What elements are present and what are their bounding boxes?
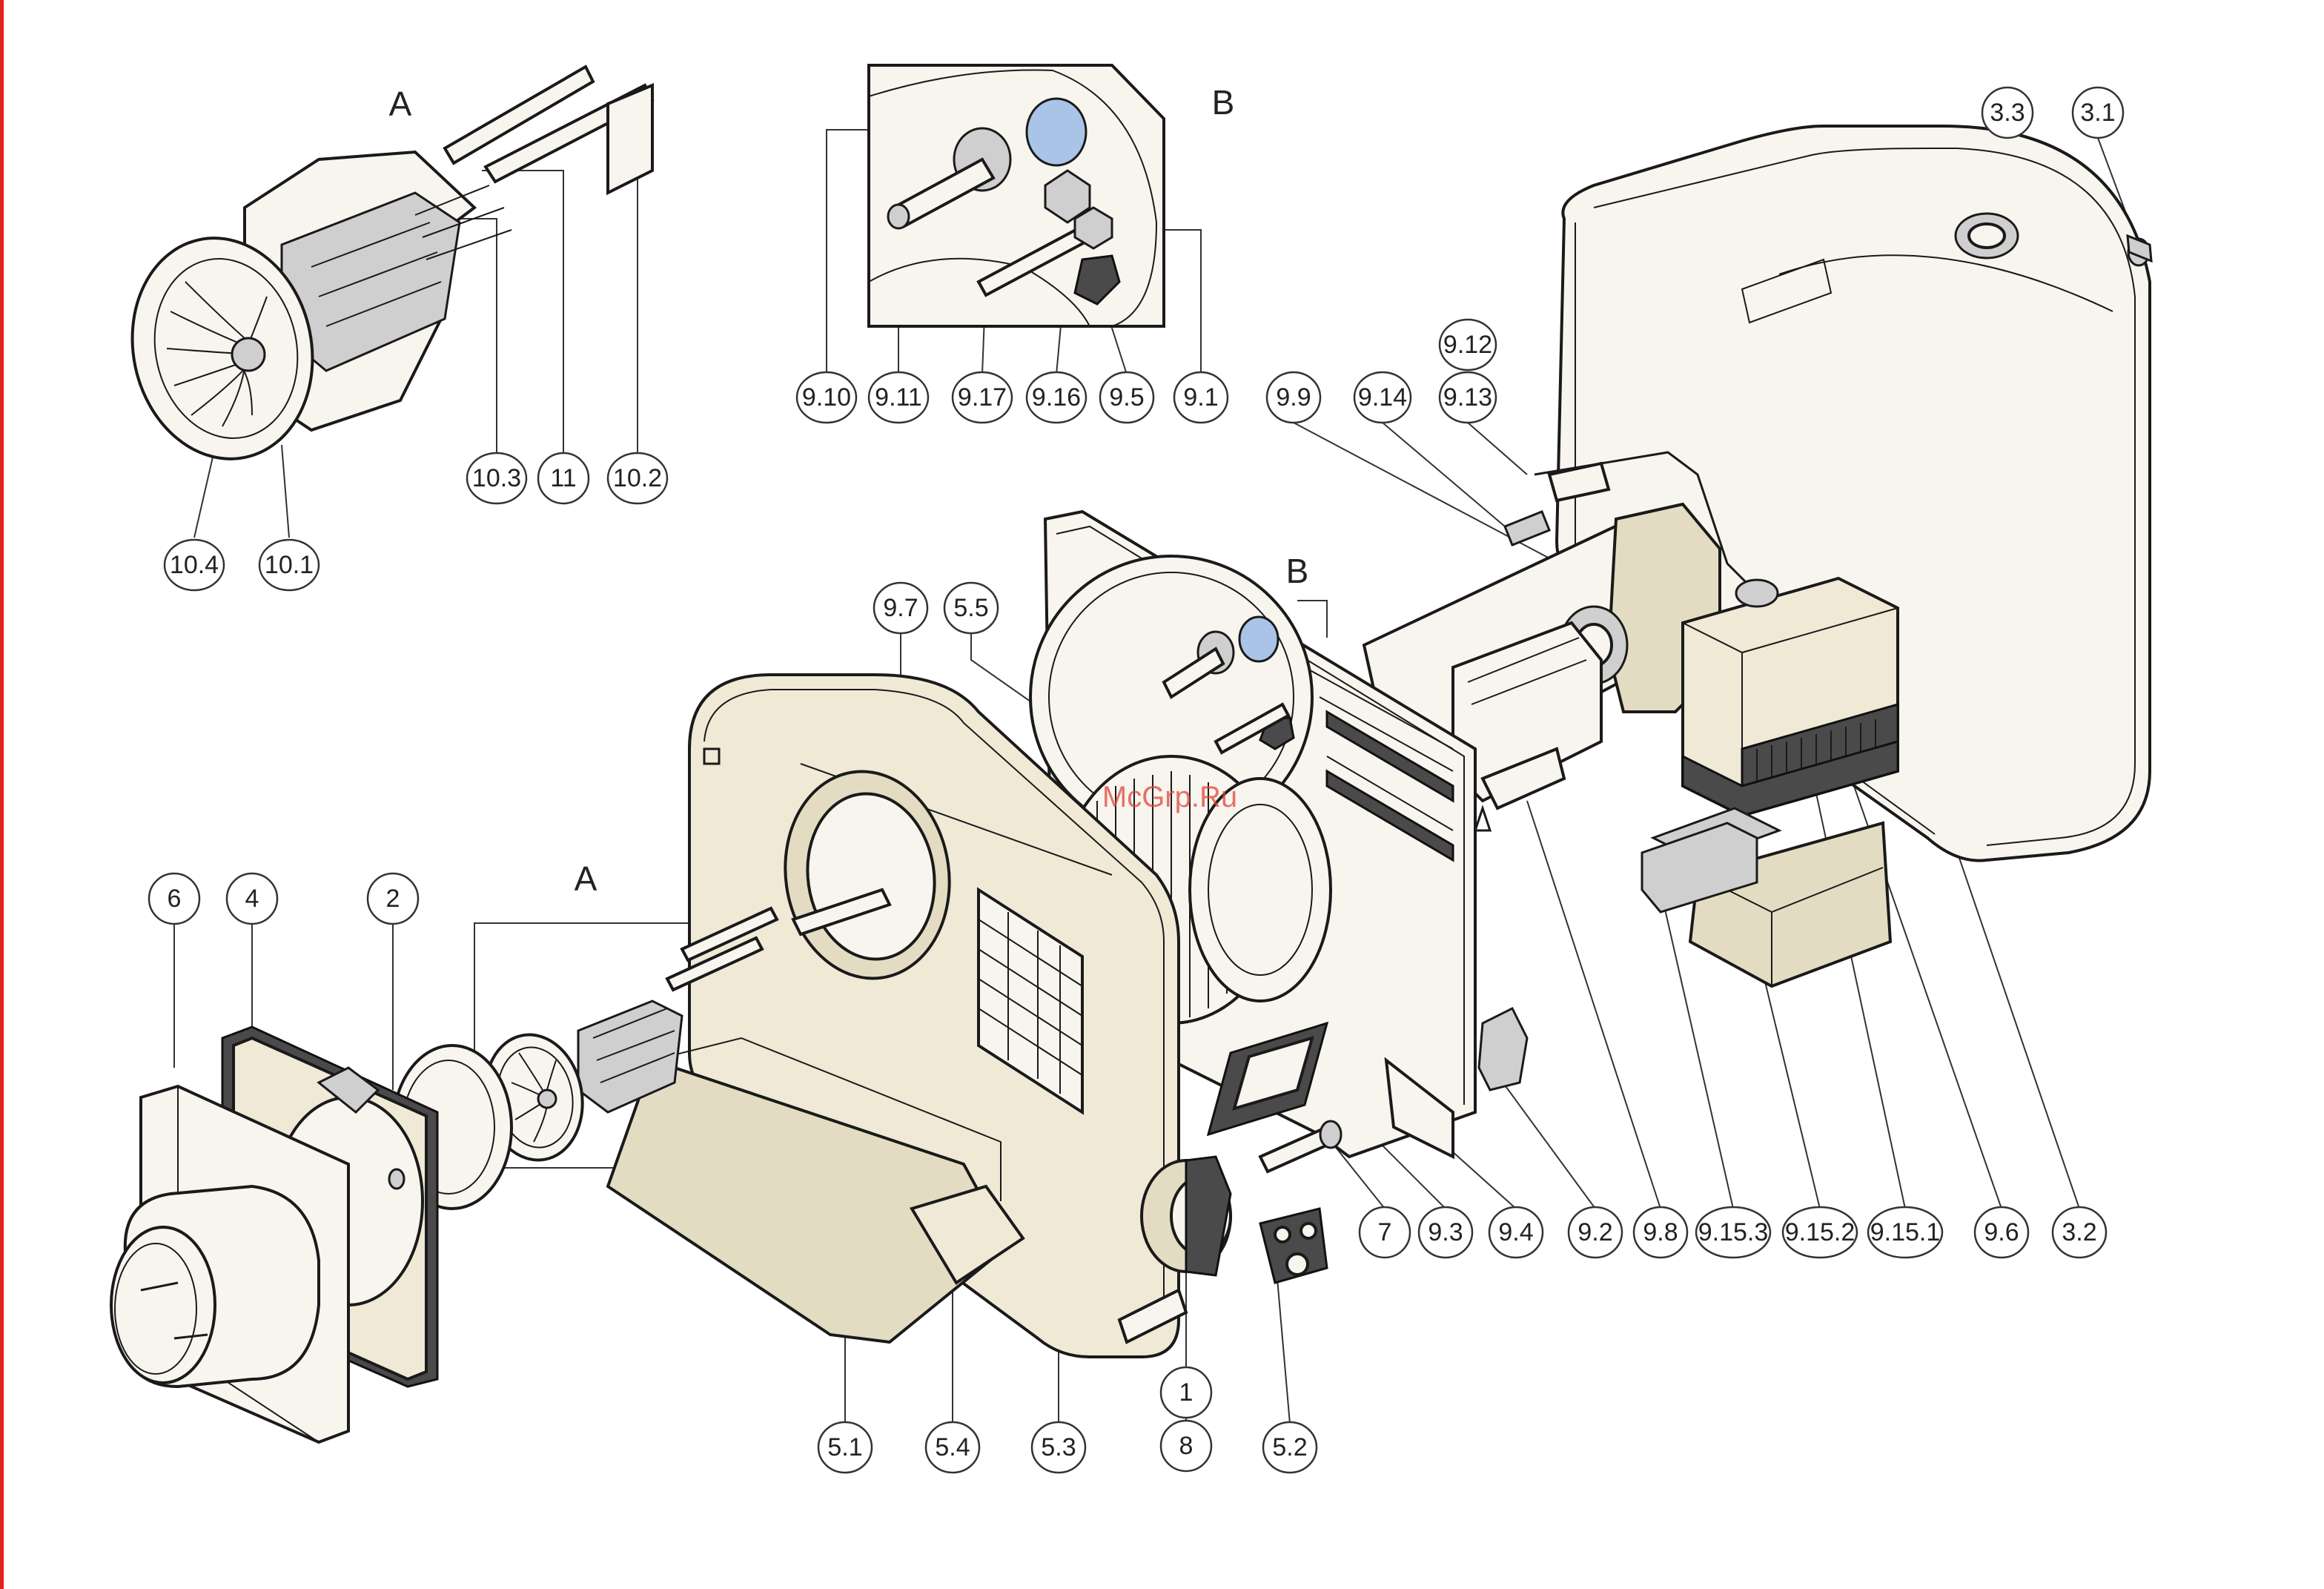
- callout-9-2: 9.2: [1569, 1207, 1622, 1258]
- svg-text:10.1: 10.1: [265, 551, 314, 579]
- svg-text:9.15.1: 9.15.1: [1870, 1218, 1941, 1246]
- svg-text:5.4: 5.4: [935, 1433, 970, 1461]
- svg-text:3.3: 3.3: [1990, 99, 2025, 127]
- svg-text:9.10: 9.10: [802, 383, 851, 412]
- callout-9-5: 9.5: [1100, 372, 1153, 423]
- svg-text:11: 11: [550, 464, 576, 492]
- callout-9-15-1: 9.15.1: [1868, 1207, 1942, 1258]
- svg-text:9.15.3: 9.15.3: [1698, 1218, 1769, 1246]
- svg-text:9.8: 9.8: [1643, 1218, 1678, 1246]
- callout-9-13: 9.13: [1440, 372, 1496, 423]
- callout-9-12: 9.12: [1440, 320, 1496, 370]
- detail-b-label-mid: B: [1286, 552, 1309, 590]
- svg-text:5.1: 5.1: [827, 1433, 862, 1461]
- detail-b-label-top: B: [1212, 83, 1235, 122]
- callout-1: 1: [1161, 1367, 1211, 1418]
- callout-10-4: 10.4: [165, 540, 224, 590]
- callout-9-15-2: 9.15.2: [1783, 1207, 1857, 1258]
- callout-9-1: 9.1: [1174, 372, 1228, 423]
- svg-text:1: 1: [1179, 1378, 1194, 1407]
- callout-5-5: 5.5: [944, 583, 998, 633]
- callout-10-1: 10.1: [259, 540, 319, 590]
- callout-9-8: 9.8: [1634, 1207, 1687, 1258]
- callout-10-3: 10.3: [467, 453, 526, 503]
- svg-text:10.2: 10.2: [613, 464, 662, 492]
- callout-9-15-3: 9.15.3: [1696, 1207, 1770, 1258]
- callout-2: 2: [368, 873, 418, 924]
- svg-text:9.12: 9.12: [1443, 331, 1492, 359]
- callout-4: 4: [227, 873, 277, 924]
- svg-text:4: 4: [245, 885, 259, 913]
- callout-9-4: 9.4: [1489, 1207, 1543, 1258]
- svg-text:9.9: 9.9: [1276, 383, 1311, 412]
- svg-text:9.1: 9.1: [1183, 383, 1218, 412]
- callout-9-7: 9.7: [874, 583, 927, 633]
- callout-9-10: 9.10: [797, 372, 856, 423]
- callout-5-4: 5.4: [926, 1422, 979, 1473]
- callout-6: 6: [149, 873, 199, 924]
- svg-text:9.17: 9.17: [958, 383, 1007, 412]
- svg-text:9.14: 9.14: [1358, 383, 1407, 412]
- svg-text:5.5: 5.5: [953, 594, 988, 622]
- callout-11: 11: [538, 453, 589, 503]
- callout-8: 8: [1161, 1421, 1211, 1471]
- callout-3-1: 3.1: [2073, 87, 2123, 138]
- svg-text:9.7: 9.7: [883, 594, 918, 622]
- detail-b-drawing: [869, 65, 1164, 326]
- svg-text:10.3: 10.3: [472, 464, 521, 492]
- callout-7: 7: [1360, 1207, 1410, 1258]
- svg-text:5.3: 5.3: [1041, 1433, 1076, 1461]
- svg-text:3.2: 3.2: [2062, 1218, 2096, 1246]
- callout-9-9: 9.9: [1267, 372, 1320, 423]
- svg-text:10.4: 10.4: [170, 551, 219, 579]
- callout-3-2: 3.2: [2053, 1207, 2106, 1258]
- callout-9-16: 9.16: [1027, 372, 1086, 423]
- callout-5-1: 5.1: [818, 1422, 872, 1473]
- svg-text:3.1: 3.1: [2080, 99, 2115, 127]
- callout-9-17: 9.17: [953, 372, 1012, 423]
- svg-text:9.16: 9.16: [1032, 383, 1081, 412]
- callout-5-3: 5.3: [1032, 1422, 1085, 1473]
- detail-a-label: A: [389, 85, 412, 123]
- callout-9-11: 9.11: [869, 372, 928, 423]
- watermark-text: McGrp.Ru: [1102, 781, 1237, 813]
- callout-9-3: 9.3: [1419, 1207, 1472, 1258]
- svg-text:6: 6: [168, 885, 182, 913]
- svg-text:9.15.2: 9.15.2: [1785, 1218, 1855, 1246]
- svg-text:7: 7: [1378, 1218, 1392, 1246]
- callout-9-14: 9.14: [1354, 372, 1411, 423]
- svg-text:9.13: 9.13: [1443, 383, 1492, 412]
- callout-5-2: 5.2: [1263, 1422, 1317, 1473]
- svg-text:9.6: 9.6: [1984, 1218, 2019, 1246]
- callout-10-2: 10.2: [608, 453, 667, 503]
- sub-assembly-a-label: A: [575, 859, 597, 898]
- svg-text:2: 2: [386, 885, 400, 913]
- svg-text:9.5: 9.5: [1109, 383, 1144, 412]
- svg-text:9.11: 9.11: [875, 383, 922, 412]
- svg-text:8: 8: [1179, 1432, 1194, 1460]
- callout-9-6: 9.6: [1975, 1207, 2028, 1258]
- callout-3-3: 3.3: [1982, 87, 2033, 138]
- svg-text:9.4: 9.4: [1498, 1218, 1533, 1246]
- svg-text:9.3: 9.3: [1428, 1218, 1463, 1246]
- detail-a-drawing: [112, 67, 652, 476]
- flange-group-drawing: [111, 1027, 512, 1442]
- svg-text:5.2: 5.2: [1272, 1433, 1307, 1461]
- svg-text:9.2: 9.2: [1578, 1218, 1612, 1246]
